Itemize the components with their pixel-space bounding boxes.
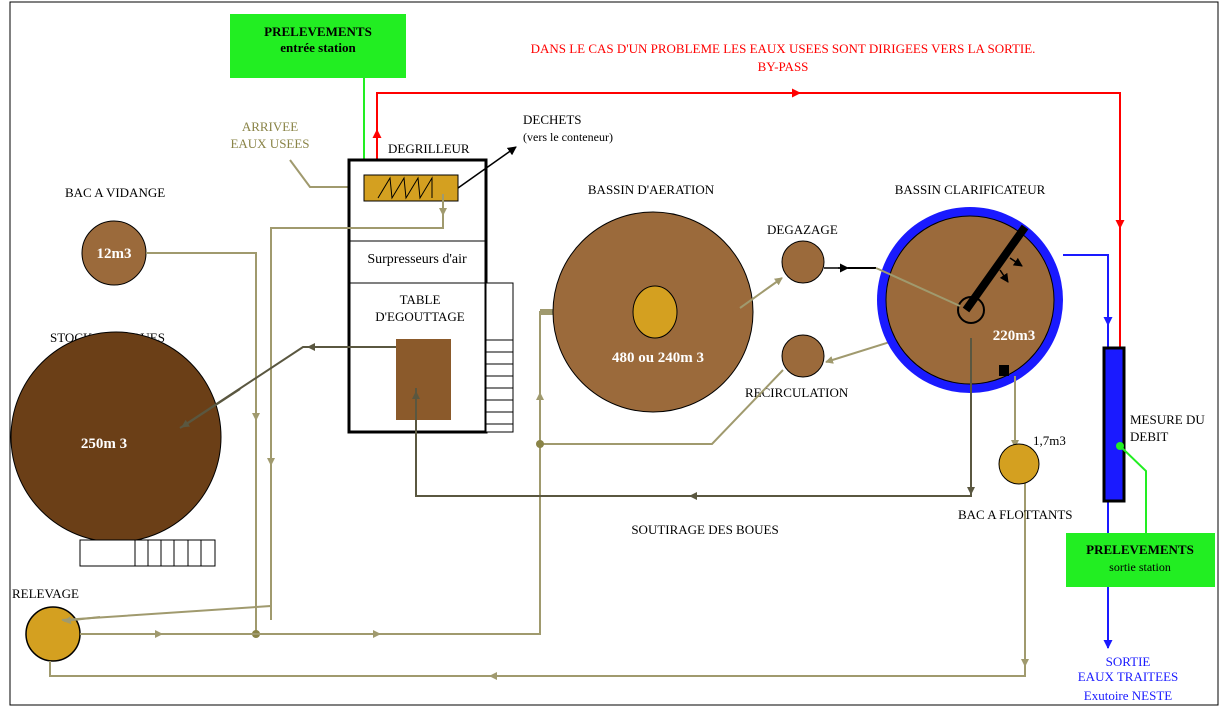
return-to-lift-pipe bbox=[61, 604, 272, 621]
sludge-storage-base bbox=[79, 539, 216, 567]
floater-tank bbox=[998, 443, 1040, 485]
sampling-inlet-sub: entrée station bbox=[280, 40, 356, 55]
screen-bars-icon bbox=[377, 176, 433, 200]
stairs bbox=[485, 282, 514, 433]
sludge-storage-volume: 250m 3 bbox=[81, 436, 127, 452]
clarifier-label: BASSIN CLARIFICATEUR bbox=[895, 182, 1046, 197]
emptying-pipe bbox=[146, 252, 257, 634]
sampling-outlet-point bbox=[1116, 442, 1124, 450]
soutirage-label: SOUTIRAGE DES BOUES bbox=[631, 522, 778, 537]
sampling-outlet-line bbox=[1119, 445, 1147, 540]
arrivee-label-1: ARRIVEE bbox=[242, 119, 298, 134]
aeration-label: BASSIN D'AERATION bbox=[588, 182, 715, 197]
sampling-outlet-title: PRELEVEMENTS bbox=[1086, 542, 1194, 557]
dechets-label-1: DECHETS bbox=[523, 112, 582, 127]
arrivee-label-2: EAUX USEES bbox=[230, 136, 309, 151]
aeration-inlet bbox=[632, 285, 678, 339]
table-label-1: TABLE bbox=[400, 292, 441, 307]
degazage-label: DEGAZAGE bbox=[767, 222, 838, 237]
sortie-label-2: EAUX TRAITEES bbox=[1078, 669, 1179, 684]
sampling-inlet-title: PRELEVEMENTS bbox=[264, 24, 372, 39]
flow-meter-channel bbox=[1102, 346, 1126, 503]
bypass-text-1: DANS LE CAS D'UN PROBLEME LES EAUX USEES… bbox=[531, 41, 1036, 56]
arrivee-pipe bbox=[289, 159, 364, 188]
sampling-outlet-sub: sortie station bbox=[1109, 560, 1171, 574]
floater-label: BAC A FLOTTANTS bbox=[958, 507, 1073, 522]
surpresseurs-label: Surpresseurs d'air bbox=[367, 252, 467, 267]
degassing-tank bbox=[781, 240, 825, 284]
bypass-line bbox=[372, 88, 1125, 348]
outer-frame bbox=[9, 1, 1219, 706]
flow-meter-label-2: DEBIT bbox=[1130, 429, 1168, 444]
lift-station bbox=[25, 606, 81, 662]
sortie-label-3: Exutoire NESTE bbox=[1084, 688, 1173, 703]
floater-return-pipe bbox=[49, 480, 1026, 677]
floater-volume: 1,7m3 bbox=[1033, 433, 1066, 448]
scum-outlet bbox=[999, 365, 1009, 376]
stairs-steps bbox=[486, 339, 513, 425]
treated-water-pipe bbox=[1063, 254, 1109, 645]
drainage-table bbox=[396, 339, 451, 420]
sortie-label-1: SORTIE bbox=[1106, 654, 1151, 669]
bac-vidange-label: BAC A VIDANGE bbox=[65, 185, 165, 200]
sampling-inlet-box bbox=[230, 14, 406, 78]
flow-meter-label-1: MESURE DU bbox=[1130, 412, 1205, 427]
bypass-text-2: BY-PASS bbox=[758, 59, 809, 74]
sampling-outlet-box bbox=[1066, 533, 1215, 587]
degrilleur-label: DEGRILLEUR bbox=[388, 141, 470, 156]
relevage-label: RELEVAGE bbox=[12, 586, 79, 601]
aeration-volume: 480 ou 240m 3 bbox=[612, 350, 704, 366]
emptying-tank-volume: 12m3 bbox=[97, 246, 132, 262]
table-label-2: D'EGOUTTAGE bbox=[375, 309, 464, 324]
recirculation-return-pipe bbox=[540, 369, 784, 445]
clarifier-scraper bbox=[962, 224, 1029, 313]
waste-arrow bbox=[457, 146, 517, 189]
clarifier-volume: 220m3 bbox=[993, 328, 1036, 344]
recirculation-tank bbox=[781, 334, 825, 378]
recirculation-label: RECIRCULATION bbox=[745, 385, 849, 400]
dechets-label-2: (vers le conteneur) bbox=[523, 130, 613, 144]
